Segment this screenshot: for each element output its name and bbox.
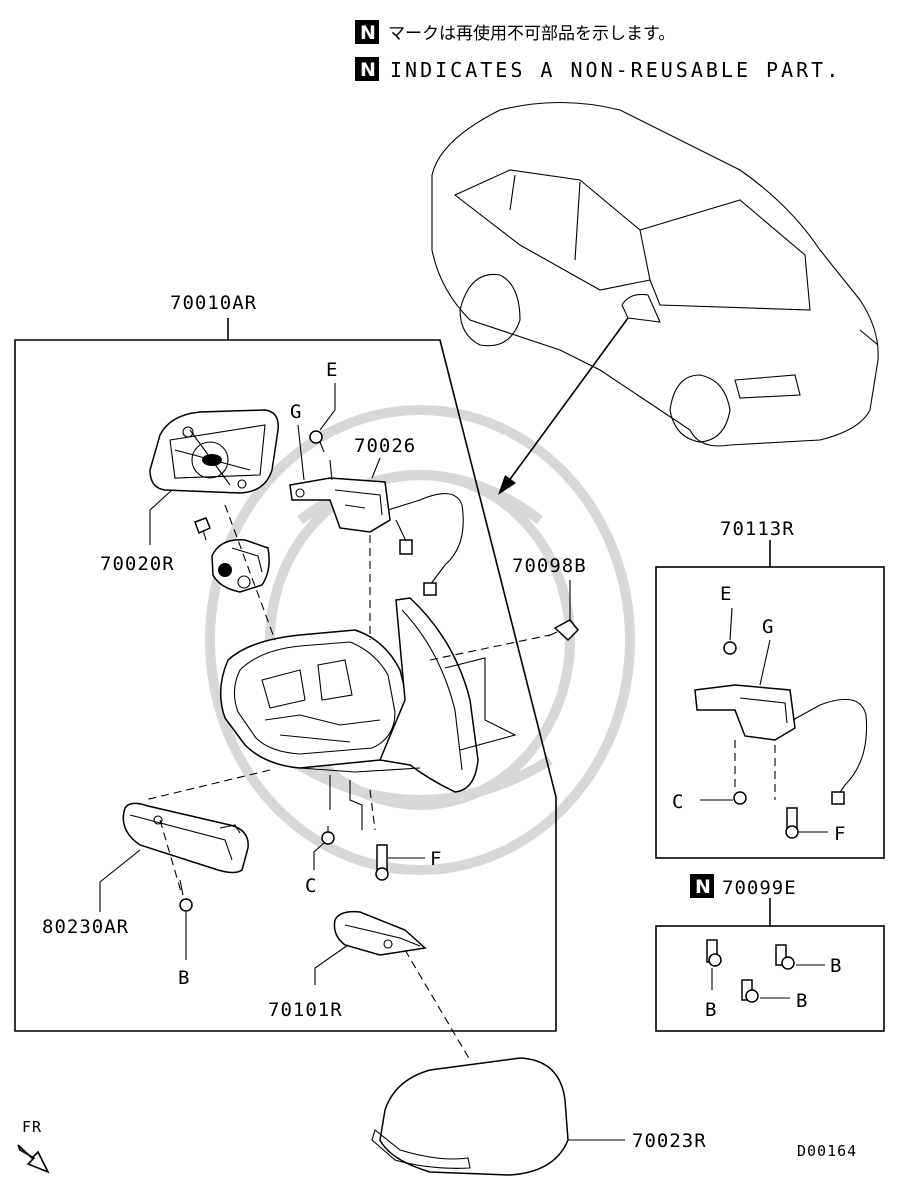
assembly-box: 70010AR bbox=[14, 292, 557, 1032]
pivot-motor bbox=[211, 539, 270, 593]
n-mark-2: N bbox=[360, 59, 376, 81]
leader-actuator bbox=[371, 457, 381, 479]
label-base-cover: 70101R bbox=[268, 999, 343, 1021]
turn-lamp bbox=[122, 802, 249, 874]
callout-f-main: F bbox=[430, 848, 442, 870]
screw-holder bbox=[194, 517, 211, 541]
screw-b-main bbox=[179, 879, 193, 960]
callout-c-main: C bbox=[305, 875, 317, 897]
label-assembly: 70010AR bbox=[170, 292, 257, 314]
mirror-cap bbox=[371, 1057, 569, 1176]
label-screw-kit: 70098B bbox=[512, 555, 587, 577]
callout-g-kit: G bbox=[762, 616, 774, 638]
label-cap: 70023R bbox=[632, 1130, 707, 1152]
watermark bbox=[205, 405, 635, 875]
screw-c-main bbox=[313, 826, 335, 870]
non-reusable-kit-box: N 70099E B B B bbox=[655, 874, 885, 1032]
leader-cover bbox=[149, 489, 173, 545]
callout-b-main: B bbox=[178, 967, 190, 989]
pointer-arrow bbox=[498, 317, 629, 495]
label-turn-lamp: 80230AR bbox=[42, 916, 129, 938]
guide-lamp-screw bbox=[159, 819, 183, 896]
note-japanese: マークは再使用不可部品を示します。 bbox=[388, 23, 675, 44]
leader-base-cover bbox=[314, 944, 349, 985]
callout-c-kit: C bbox=[672, 791, 684, 813]
label-motor-kit: 70113R bbox=[720, 518, 795, 540]
callout-b3: B bbox=[796, 990, 808, 1012]
leader-g-main bbox=[297, 424, 305, 481]
n-mark-1: N bbox=[360, 22, 376, 44]
leader-turn-lamp bbox=[99, 849, 141, 912]
screw-f-main bbox=[375, 844, 425, 881]
n-mark-kit: N bbox=[695, 876, 711, 898]
callout-b2: B bbox=[830, 955, 842, 977]
base-cover bbox=[333, 910, 427, 956]
mirror-housing bbox=[219, 597, 479, 793]
label-actuator: 70026 bbox=[354, 435, 416, 457]
motor-kit-box: 70113R E G C F bbox=[655, 518, 885, 859]
screw-e-main bbox=[309, 383, 336, 453]
non-reusable-note: N マークは再使用不可部品を示します。 N INDICATES A NON-RE… bbox=[355, 20, 841, 82]
callout-e-main: E bbox=[326, 359, 338, 381]
diagram-code: D00164 bbox=[797, 1142, 857, 1160]
mirror-holder bbox=[149, 409, 279, 494]
label-cover: 70020R bbox=[100, 553, 175, 575]
label-fr: FR bbox=[22, 1118, 42, 1136]
callout-f-kit: F bbox=[834, 823, 846, 845]
actuator-unit bbox=[289, 459, 464, 596]
callout-e-kit: E bbox=[720, 583, 732, 605]
callout-g-main: G bbox=[290, 401, 302, 423]
callout-b1: B bbox=[705, 999, 717, 1021]
front-direction-indicator: FR bbox=[17, 1118, 50, 1174]
screw-70098b bbox=[547, 580, 580, 642]
vehicle-illustration bbox=[431, 101, 879, 447]
assembly-guides bbox=[144, 504, 551, 1061]
note-english: INDICATES A NON-REUSABLE PART. bbox=[390, 58, 841, 82]
label-n-kit: 70099E bbox=[722, 877, 797, 899]
